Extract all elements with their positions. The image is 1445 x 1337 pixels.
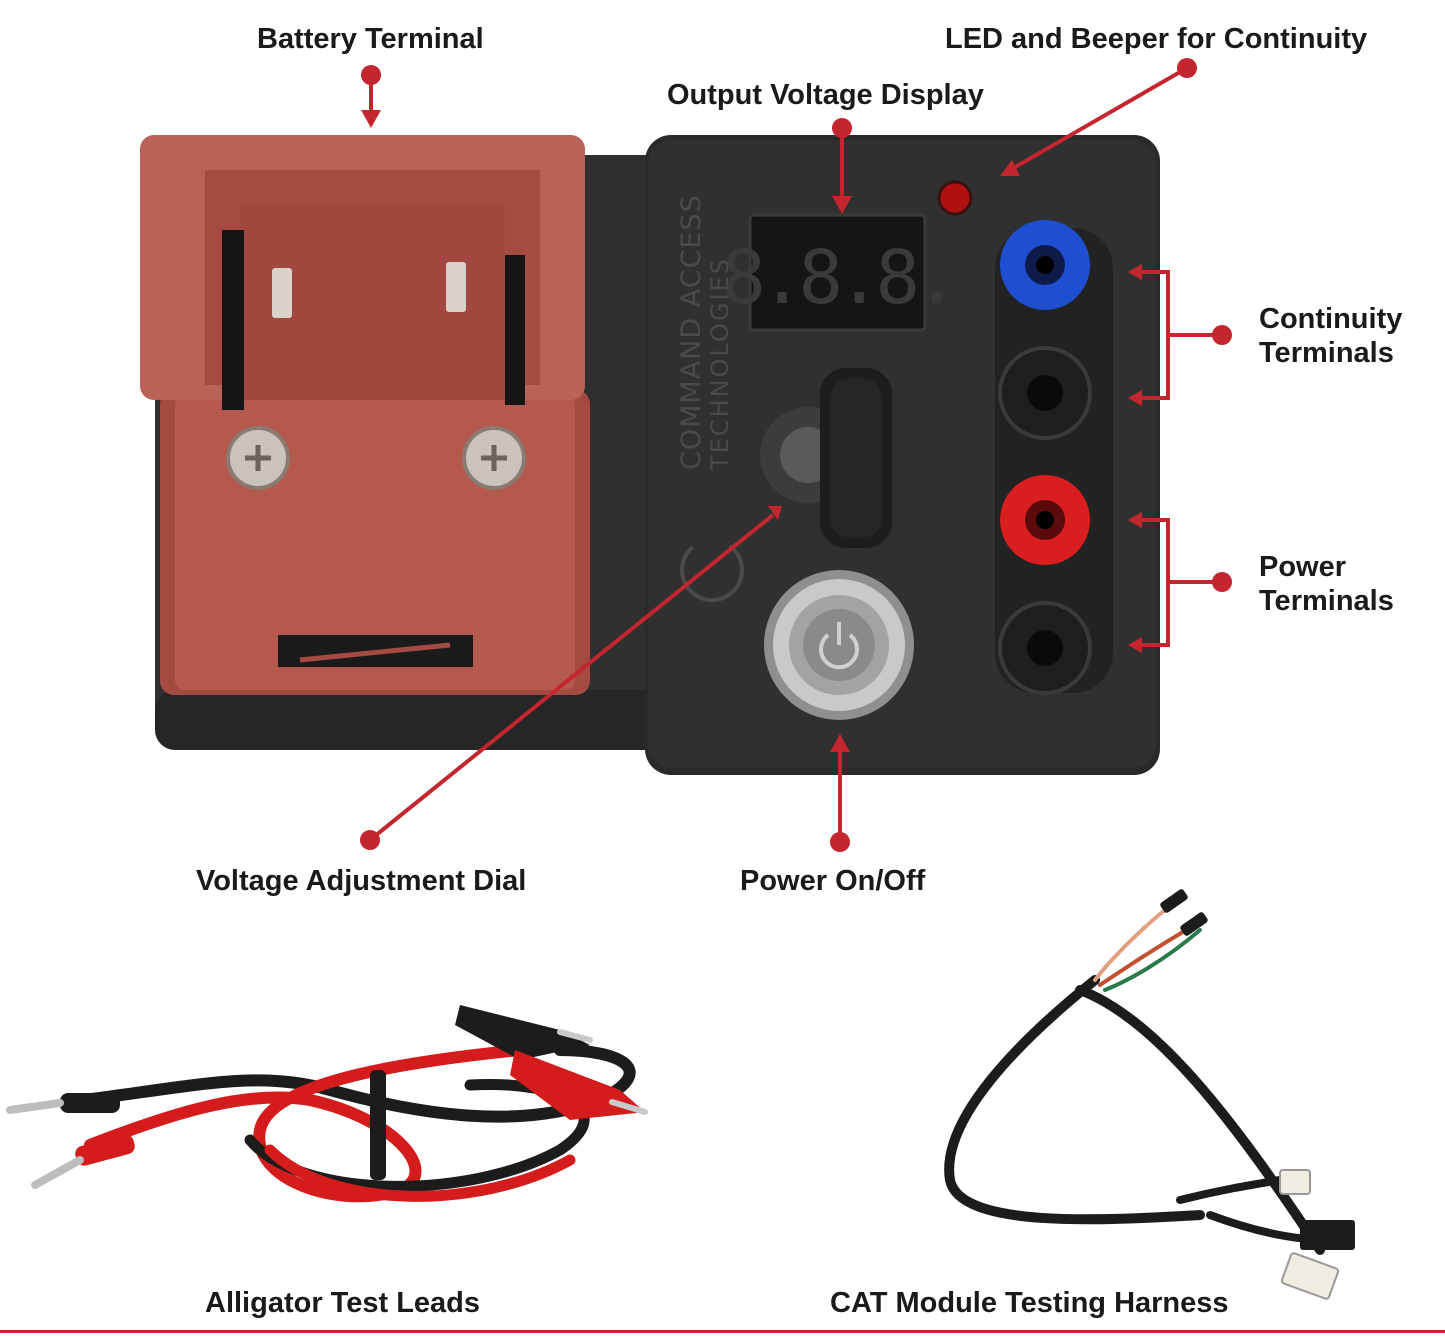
label-led-beeper: LED and Beeper for Continuity	[945, 23, 1368, 55]
label-voltage-adjustment-dial: Voltage Adjustment Dial	[196, 865, 527, 897]
power-terminal-black[interactable]	[998, 601, 1092, 695]
label-continuity-terminals: Continuity Terminals	[1259, 302, 1402, 370]
label-power-line1: Power	[1259, 551, 1347, 583]
tester-device: 8.8.8. COMMAND ACCESS TECHNOLOGIES	[140, 135, 1160, 775]
label-alligator-test-leads: Alligator Test Leads	[205, 1287, 481, 1319]
label-power-terminals: Power Terminals	[1259, 550, 1394, 618]
display-readout: 8.8.8.	[721, 235, 952, 321]
label-battery-terminal: Battery Terminal	[257, 23, 484, 55]
voltage-display	[748, 213, 927, 332]
brand-logo	[680, 538, 744, 602]
label-continuity-line1: Continuity	[1259, 303, 1403, 335]
label-continuity-line2: Terminals	[1259, 337, 1394, 369]
callout-dot-power-terminals	[1212, 572, 1232, 592]
power-icon	[819, 633, 859, 670]
cat-module-harness	[944, 889, 1355, 1300]
power-terminal-red[interactable]	[1000, 475, 1090, 565]
label-power-line2: Terminals	[1259, 585, 1394, 617]
label-cat-harness: CAT Module Testing Harness	[830, 1287, 1229, 1319]
continuity-terminal-blue[interactable]	[1000, 220, 1090, 310]
voltage-dial[interactable]	[760, 368, 892, 548]
alligator-test-leads	[6, 1005, 648, 1203]
callouts	[360, 58, 1232, 852]
bottom-rule	[0, 1330, 1445, 1333]
battery-adapter	[140, 135, 590, 695]
label-power-on-off: Power On/Off	[740, 865, 926, 897]
callout-dot-continuity	[1212, 325, 1232, 345]
continuity-terminal-black[interactable]	[998, 346, 1092, 440]
brand-subtitle: TECHNOLOGIES	[706, 257, 734, 471]
label-output-voltage-display: Output Voltage Display	[667, 79, 984, 111]
continuity-led	[937, 180, 973, 216]
power-button[interactable]	[764, 570, 914, 720]
brand-name: COMMAND ACCESS	[676, 194, 707, 470]
